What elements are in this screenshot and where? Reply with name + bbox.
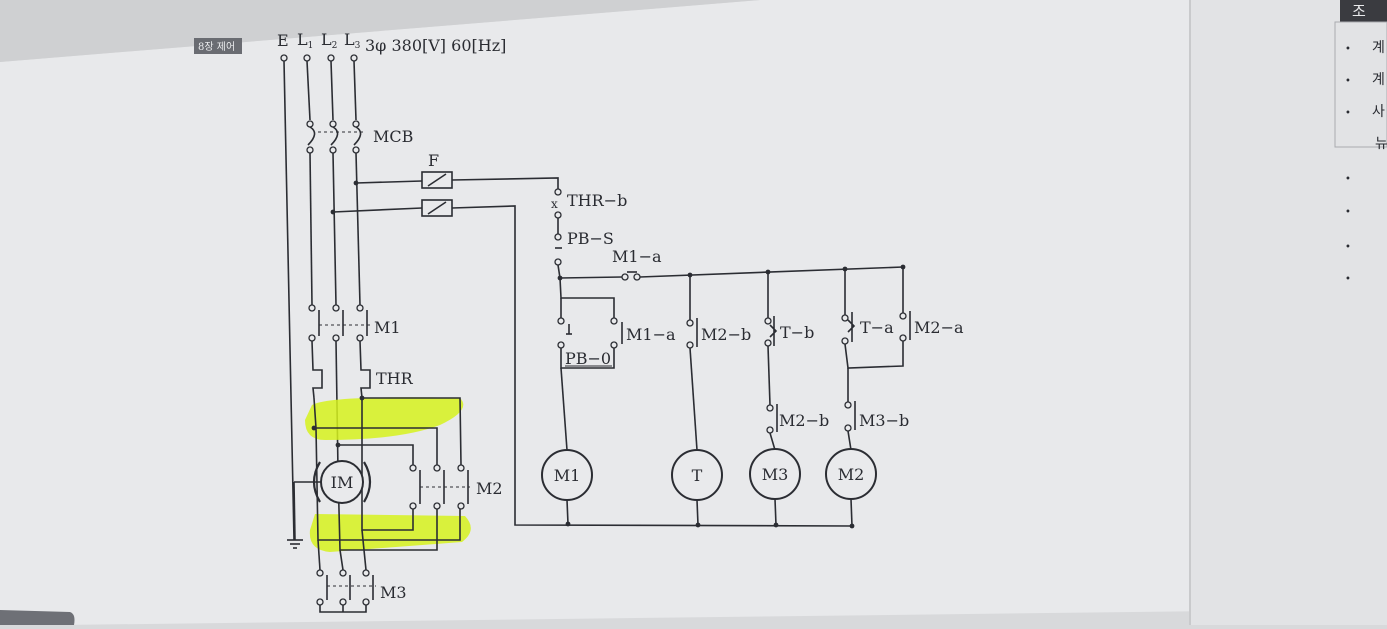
top-shadow bbox=[0, 0, 760, 62]
coil-m2: M2 bbox=[825, 448, 877, 500]
side-box bbox=[1334, 21, 1387, 148]
m2-contacts: M2 bbox=[409, 464, 503, 510]
m3-contacts: M3 bbox=[316, 529, 407, 613]
m2-rung: T−a M2−a M3−b bbox=[841, 267, 964, 451]
side-page bbox=[1190, 0, 1387, 625]
highlight-lower bbox=[309, 514, 471, 552]
side-bullet-1-dot: • bbox=[1345, 44, 1351, 55]
side-bullets: • 계 • 계 • 사 뉴 • • • • bbox=[1345, 40, 1387, 285]
side-tab-label: 조 bbox=[1352, 2, 1366, 20]
coil-m1-label: M1 bbox=[554, 466, 581, 485]
thr-b-label: THR−b bbox=[567, 191, 627, 210]
mcb-label: MCB bbox=[373, 127, 413, 146]
ground-icon bbox=[287, 481, 303, 549]
supply-labels: E L1 L2 L3 3φ 380[V] 60[Hz] bbox=[277, 30, 506, 55]
m1-contacts-label: M1 bbox=[374, 318, 401, 337]
side-bullet-1: 계 bbox=[1372, 40, 1385, 56]
paper-sheet bbox=[0, 0, 1300, 625]
pb-s-button: PB−S bbox=[554, 229, 614, 266]
m1-contacts: M1 bbox=[308, 304, 401, 342]
motor-wiring bbox=[311, 395, 462, 551]
corner-tag-text: 8장 제어 bbox=[198, 41, 235, 53]
coil-t: T bbox=[671, 449, 723, 501]
m3-b-label: M3−b bbox=[859, 411, 909, 430]
thr-label: THR bbox=[376, 369, 414, 388]
rung-top: M1−a bbox=[557, 247, 906, 281]
m2-b-low-label: M2−b bbox=[779, 411, 829, 430]
earth-line bbox=[283, 60, 295, 541]
m3-contacts-label: M3 bbox=[380, 583, 407, 602]
coil-m1: M1 bbox=[541, 449, 593, 501]
coil-m2-label: M2 bbox=[838, 465, 865, 484]
side-bullet-2-dot: • bbox=[1345, 76, 1351, 87]
side-continuation: 뉴 bbox=[1375, 136, 1387, 152]
pb-0-label: PB−0 bbox=[565, 349, 611, 368]
power-lines bbox=[283, 60, 357, 541]
fuse-label: F bbox=[428, 151, 439, 170]
return-bus bbox=[565, 498, 855, 529]
t-rung: M2−b bbox=[686, 275, 751, 451]
control-line-return bbox=[451, 205, 853, 527]
svg-text:•: • bbox=[1345, 242, 1351, 253]
side-bullet-2: 계 bbox=[1372, 72, 1385, 88]
m3-rung: T−b M2−b bbox=[764, 272, 829, 451]
side-tab bbox=[1340, 0, 1387, 22]
motor-label: IM bbox=[331, 473, 354, 492]
svg-text:x: x bbox=[551, 197, 558, 211]
highlight-upper bbox=[305, 397, 464, 440]
mcb-breaker: MCB bbox=[306, 120, 413, 154]
control-line-top bbox=[451, 177, 559, 190]
m2-a-label: M2−a bbox=[914, 318, 964, 337]
corner-tag bbox=[194, 38, 242, 54]
svg-text:•: • bbox=[1345, 207, 1351, 218]
supply-rating: 3φ 380[V] 60[Hz] bbox=[365, 36, 506, 55]
binder-edge bbox=[0, 610, 75, 625]
m1-branch: M1−a PB−0 bbox=[557, 277, 676, 369]
side-bullet-3: 사 bbox=[1372, 104, 1385, 120]
earth-label: E bbox=[277, 31, 289, 50]
coil-m3-label: M3 bbox=[762, 465, 789, 484]
side-bullet-3-dot: • bbox=[1345, 108, 1351, 119]
svg-text:•: • bbox=[1345, 274, 1351, 285]
m1-a-label: M1−a bbox=[626, 325, 676, 344]
t-b-label: T−b bbox=[780, 323, 814, 342]
svg-text:•: • bbox=[1345, 174, 1351, 185]
m2-b-label: M2−b bbox=[701, 325, 751, 344]
t-a-label: T−a bbox=[860, 318, 894, 337]
m1-a-top-label: M1−a bbox=[612, 247, 662, 266]
thr-b-contact: x THR−b bbox=[551, 188, 627, 219]
m2-contacts-label: M2 bbox=[476, 479, 503, 498]
pb-s-label: PB−S bbox=[567, 229, 614, 248]
coil-t-label: T bbox=[692, 466, 703, 485]
coil-m3: M3 bbox=[749, 448, 801, 500]
induction-motor: IM bbox=[294, 460, 372, 504]
